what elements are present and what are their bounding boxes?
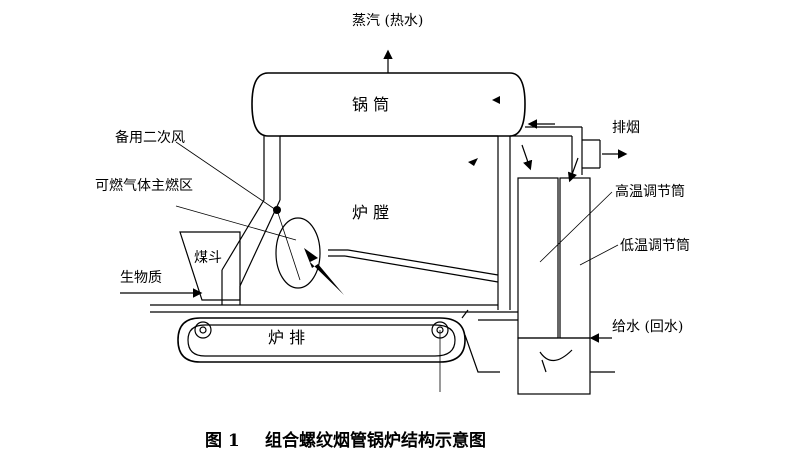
combustion-pointer-line — [276, 209, 301, 281]
high-temp-pointer — [539, 191, 613, 263]
figure-number: 图 1 — [205, 431, 240, 451]
grate-label: 炉 排 — [268, 328, 305, 347]
high-temp-label: 高温调节筒 — [615, 183, 685, 200]
furnace-label: 炉 膛 — [352, 203, 389, 222]
chain-grate — [177, 317, 466, 363]
biomass-label: 生物质 — [120, 270, 162, 286]
low-temp-label: 低温调节筒 — [620, 237, 690, 254]
steam-label: 蒸汽 (热水) — [352, 13, 423, 29]
flue-arrow-2 — [567, 157, 579, 183]
coal-label: 煤斗 — [194, 250, 222, 266]
furnace-walls — [263, 135, 511, 310]
backup-air-label: 备用二次风 — [115, 129, 185, 146]
backup-air-pointer — [175, 141, 277, 211]
water-box — [517, 337, 591, 395]
front-wall — [221, 199, 281, 305]
combustible-pointer — [175, 205, 297, 241]
combustible-zone-label: 可燃气体主燃区 — [95, 177, 193, 194]
low-temp-pointer — [579, 244, 619, 266]
drum-arrow-mark — [492, 96, 500, 104]
high-temp-header — [517, 177, 559, 339]
flue-arrow-1 — [521, 144, 533, 171]
grate-frame — [150, 304, 518, 321]
exhaust-duct — [510, 119, 628, 175]
combustion-arrow — [304, 248, 344, 295]
grate-end-tick — [461, 309, 469, 319]
low-temp-header — [559, 177, 591, 339]
coal-hopper — [179, 231, 241, 301]
combustion-ellipse — [275, 217, 321, 289]
drum-label: 锅 筒 — [352, 95, 389, 114]
ash-outlet — [464, 334, 500, 373]
furnace-arrow — [468, 158, 478, 166]
rear-arch — [328, 249, 499, 283]
exhaust-label: 排烟 — [612, 120, 640, 136]
figure-title: 组合螺纹烟管锅炉结构示意图 — [265, 430, 486, 451]
feed-water-label: 给水 (回水) — [612, 319, 683, 335]
